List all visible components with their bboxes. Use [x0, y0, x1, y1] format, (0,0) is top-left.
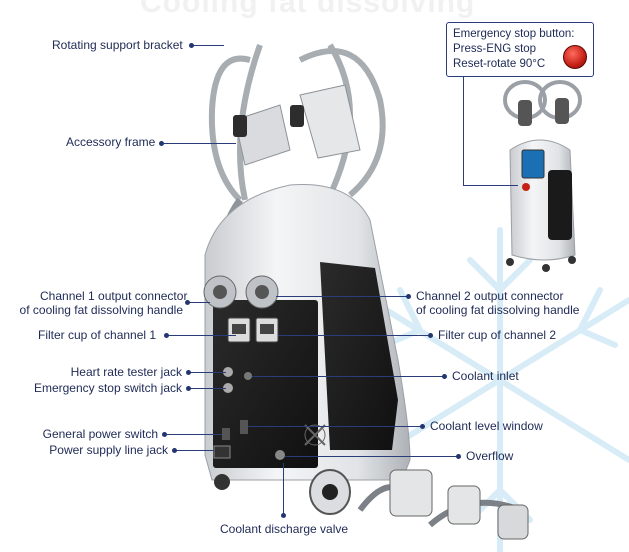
dot-filter-2 — [428, 333, 433, 338]
label-power-supply-jack: Power supply line jack — [49, 443, 168, 457]
label-emergency-stop-jack: Emergency stop switch jack — [33, 381, 182, 395]
label-filter-cup-1: Filter cup of channel 1 — [38, 328, 157, 342]
dot-power-switch — [162, 432, 167, 437]
side-panel — [320, 262, 398, 450]
leader-filter-1 — [166, 335, 236, 336]
label-filter-cup-2: Filter cup of channel 2 — [438, 328, 557, 342]
callout-leader-h — [463, 185, 518, 186]
label-coolant-discharge-valve: Coolant discharge valve — [220, 522, 349, 536]
leader-coolant-inlet — [252, 376, 444, 377]
label-channel1-connector-1: Channel 1 output connector — [40, 289, 188, 303]
label-overflow: Overflow — [466, 449, 514, 463]
leader-emergency-jack — [188, 388, 226, 389]
floor-handles — [357, 469, 529, 540]
label-accessory-frame: Accessory frame — [66, 135, 156, 149]
callout-line-3: Reset-rotate 90°C — [453, 58, 546, 70]
leader-overflow — [285, 456, 458, 457]
label-heart-rate-jack: Heart rate tester jack — [70, 365, 182, 379]
label-channel2-connector-2: of cooling fat dissolving handle — [416, 303, 580, 317]
leader-heart-rate — [188, 372, 226, 373]
dot-rotating — [189, 43, 194, 48]
label-channel1-connector-2: of cooling fat dissolving handle — [19, 303, 183, 317]
handle-holders — [233, 84, 361, 166]
label-coolant-level-window: Coolant level window — [430, 419, 543, 433]
dot-accessory — [159, 141, 164, 146]
label-rotating-support-bracket: Rotating support bracket — [52, 38, 183, 52]
leader-channel2 — [276, 296, 408, 297]
label-channel2-connector-1: Channel 2 output connector — [416, 289, 564, 303]
leader-power-switch — [164, 434, 222, 435]
leader-rotating — [190, 45, 224, 46]
dot-emergency-jack — [186, 386, 191, 391]
leader-filter-2 — [278, 335, 430, 336]
dot-channel1 — [185, 300, 190, 305]
dot-filter-1 — [164, 333, 169, 338]
device-preview-image — [503, 80, 582, 272]
leader-coolant-level — [248, 426, 422, 427]
dot-discharge — [281, 513, 286, 518]
callout-leader-v — [463, 77, 464, 185]
label-general-power-switch: General power switch — [42, 427, 158, 441]
label-coolant-inlet: Coolant inlet — [452, 369, 519, 383]
dot-coolant-inlet — [442, 374, 447, 379]
dot-channel2 — [406, 294, 411, 299]
dot-overflow — [456, 454, 461, 459]
leader-power-supply — [174, 450, 214, 451]
dot-coolant-level — [420, 424, 425, 429]
dot-heart-rate — [186, 370, 191, 375]
leader-accessory — [161, 143, 236, 144]
emergency-stop-button-icon — [563, 45, 587, 69]
callout-line-2: Press-ENG stop — [453, 43, 537, 55]
snowflake-decoration — [367, 227, 629, 552]
dot-power-supply — [172, 448, 177, 453]
leader-discharge-v — [283, 463, 284, 515]
leader-channel1 — [187, 302, 210, 303]
callout-line-1: Emergency stop button: — [453, 28, 575, 40]
faint-header-text: Cooling fat dissolving — [140, 0, 476, 19]
